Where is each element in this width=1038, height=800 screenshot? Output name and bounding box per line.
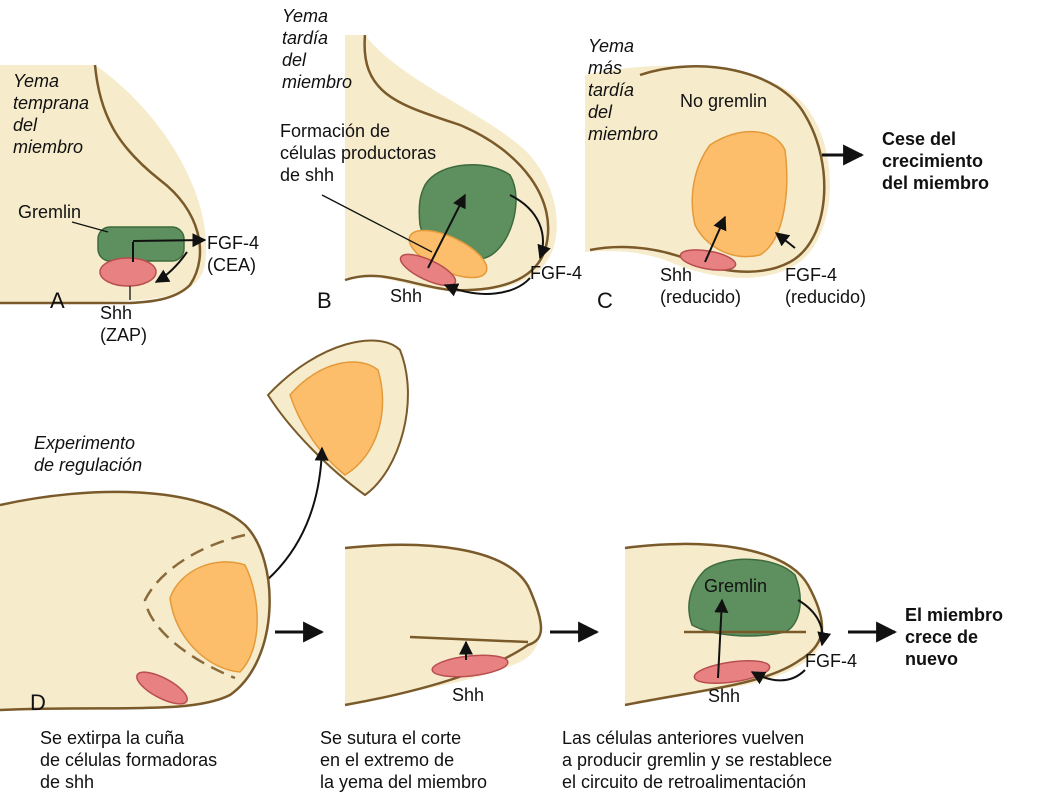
panel-c-shh-label: Shh (reducido) — [660, 264, 741, 308]
panel-b-title: Yema tardía del miembro — [282, 5, 352, 93]
panel-d-removed-wedge — [268, 340, 408, 495]
panel-a-shh-label: Shh (ZAP) — [100, 302, 147, 346]
panel-a-arrow-to-fgf — [133, 240, 205, 241]
panel-d-caption-2: Se sutura el corte en el extremo de la y… — [320, 727, 487, 793]
panel-d-bud-2 — [345, 545, 541, 705]
panel-a-fgf-label: FGF-4 (CEA) — [207, 232, 259, 276]
panel-d-gremlin-label: Gremlin — [704, 575, 767, 597]
panel-b-formation-label: Formación de células productoras de shh — [280, 120, 436, 186]
panel-c-letter: C — [597, 290, 613, 312]
panel-a-title: Yema temprana del miembro — [13, 70, 89, 158]
panel-c-title: Yema más tardía del miembro — [588, 35, 658, 145]
panel-d-bud-3 — [625, 544, 824, 705]
panel-d-bud-3-shh-label: Shh — [708, 685, 740, 707]
panel-d-title: Experimento de regulación — [34, 432, 142, 476]
panel-b-fgf-label: FGF-4 — [530, 262, 582, 284]
panel-a-shh-region — [100, 258, 156, 286]
panel-a-gremlin-region — [98, 227, 184, 261]
panel-a-letter: A — [50, 290, 65, 312]
panel-c-fgf-region — [692, 132, 786, 257]
bud-3-gremlin-region — [689, 559, 800, 636]
panel-d-caption-1: Se extirpa la cuña de células formadoras… — [40, 727, 217, 793]
panel-c-fgf-label: FGF-4 (reducido) — [785, 264, 866, 308]
panel-d-result-label: El miembro crece de nuevo — [905, 604, 1003, 670]
panel-c-no-gremlin-label: No gremlin — [680, 90, 767, 112]
panel-d-fgf-label: FGF-4 — [805, 650, 857, 672]
panel-c-result-label: Cese del crecimiento del miembro — [882, 128, 989, 194]
panel-d-bud-2-shh-label: Shh — [452, 684, 484, 706]
panel-d-caption-3: Las células anteriores vuelven a produci… — [562, 727, 832, 793]
panel-b-letter: B — [317, 290, 332, 312]
panel-d-letter: D — [30, 692, 46, 714]
panel-d-bud-1 — [0, 492, 270, 710]
panel-a-gremlin-label: Gremlin — [18, 201, 81, 223]
panel-b-shh-label: Shh — [390, 285, 422, 307]
